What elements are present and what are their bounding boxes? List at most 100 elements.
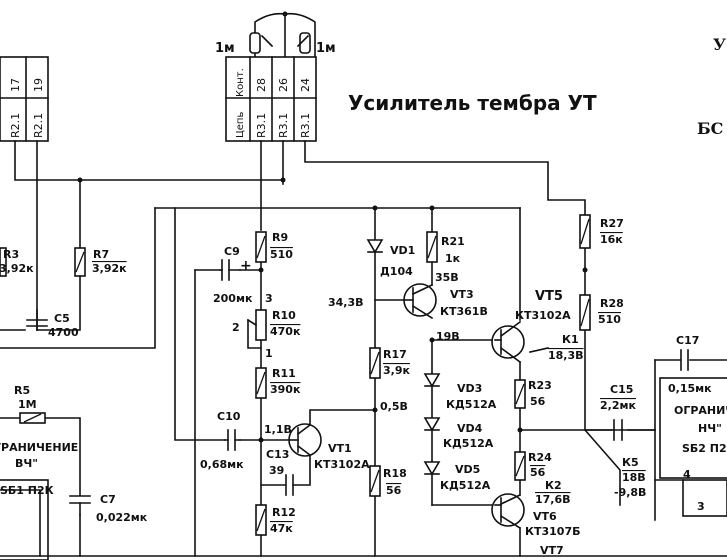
limiter-hf-block (0, 479, 49, 560)
c10-value: 0,68мк (200, 458, 244, 471)
r18-name: R18 (383, 467, 407, 480)
diode-vd4 (423, 417, 441, 432)
vt3-value: КТ361В (440, 305, 488, 318)
voltage-vt5-base: 19В (436, 330, 460, 343)
r10-pin-2: 2 (232, 321, 240, 334)
r10-pin-3: 3 (265, 292, 273, 305)
resistor-r3 (0, 247, 7, 277)
r9-value: 510 (270, 248, 293, 261)
r17-name: R17 (383, 348, 407, 361)
r21-name: R21 (441, 235, 465, 248)
transistor-vt1 (288, 423, 322, 457)
r11-value: 390к (270, 383, 301, 396)
k5-value: 18В (622, 471, 646, 484)
limiter-lf-line2: НЧ" (698, 422, 722, 435)
voltage-vt3-base: 34,3В (328, 296, 364, 309)
r27-value: 16к (600, 233, 623, 246)
vt3-name: VT3 (450, 288, 474, 301)
edge-label-mid-right: БС (697, 119, 723, 138)
r28-value: 510 (598, 313, 621, 326)
vt5-name: VT5 (535, 289, 563, 304)
c9-plus-sign: + (240, 258, 252, 274)
r23-name: R23 (528, 379, 552, 392)
c10-name: C10 (217, 410, 241, 423)
c9-name: C9 (224, 245, 240, 258)
left-connector-chain-2: R2.1 (32, 113, 45, 138)
r5-value: 1М (18, 398, 37, 411)
vt5-value: КТ3102А (515, 309, 571, 322)
connector-chain-1: R3.1 (255, 113, 268, 138)
c15-value: 2,2мк (600, 399, 636, 412)
wiring (0, 140, 727, 557)
r10-name: R10 (272, 309, 296, 322)
c17-name: C17 (676, 334, 699, 347)
connector-contact-1: 28 (255, 78, 268, 92)
r27-name: R27 (600, 217, 624, 230)
vd5-name: VD5 (455, 463, 480, 476)
limiter-hf-line1: ГРАНИЧЕНИЕ (0, 441, 78, 454)
potentiometer-r10 (255, 309, 267, 341)
c13-value: 39 (269, 464, 284, 477)
r21-value: 1к (445, 252, 461, 265)
capacitor-c15 (613, 419, 623, 441)
limiter-lf-block (654, 377, 727, 517)
r11-name: R11 (272, 367, 296, 380)
vt1-name: VT1 (328, 442, 352, 455)
r10-value: 470к (270, 325, 301, 338)
k5-name: К5 (622, 456, 639, 469)
block-pin-3: 3 (697, 500, 705, 513)
r3-value: 3,92к (0, 262, 34, 275)
connector-header-contact: Конт. (235, 68, 246, 97)
capacitor-c5 (26, 319, 48, 327)
connector-header-chain: Цепь (235, 112, 246, 138)
capacitor-c13 (285, 474, 294, 496)
connector-contact-3: 24 (299, 78, 312, 92)
edge-label-top-right: У (713, 35, 726, 54)
capacitors (26, 259, 689, 516)
pot-right-value: 1м (316, 41, 336, 56)
vd3-value: КД512А (446, 398, 497, 411)
r12-name: R12 (272, 506, 296, 519)
r23-value: 56 (530, 395, 546, 408)
dual-potentiometer (249, 11, 316, 57)
vd1-name: VD1 (390, 244, 415, 257)
transistor-vt6 (491, 493, 525, 530)
r24-value: 56 (530, 466, 546, 479)
voltage-vt1-base: 1,1В (264, 423, 292, 436)
schematic-title: Усилитель тембра УТ (348, 91, 597, 115)
r10-pin-1: 1 (265, 347, 273, 360)
c7-value: 0,022мк (96, 511, 148, 524)
k1-value: 18,3В (548, 349, 584, 362)
r17-value: 3,9к (383, 364, 410, 377)
capacitor-c9 (219, 259, 241, 281)
vd1-value: Д104 (380, 265, 413, 278)
c5-value: 4700 (48, 326, 79, 339)
sb1-label: SБ1 П2К (0, 484, 54, 497)
vt7-name: VT7 (540, 544, 564, 557)
c7-name: C7 (100, 493, 116, 506)
c17-value: 0,15мк (668, 382, 712, 395)
r7-value: 3,92к (92, 262, 127, 275)
connector-table: Конт. Цепь 28 26 24 R3.1 R3.1 R3.1 (225, 56, 317, 142)
c15-name: C15 (610, 383, 633, 396)
voltage-vt3-emitter: 35В (435, 271, 459, 284)
voltage-vt1-collector: 0,5В (380, 400, 408, 413)
connector-contact-2: 26 (277, 78, 290, 92)
r7-name: R7 (93, 248, 109, 261)
resistors (0, 214, 591, 536)
r9-name: R9 (272, 231, 288, 244)
r3-name: R3 (3, 248, 19, 261)
capacitor-c17 (680, 349, 689, 371)
left-connector-chain-1: R2.1 (9, 113, 22, 138)
vd4-name: VD4 (457, 422, 483, 435)
k2-value: 17,6В (535, 493, 571, 506)
block-pin-4: 4 (683, 468, 691, 481)
vt6-name: VT6 (533, 510, 557, 523)
k5-value2: -9,8В (614, 486, 646, 499)
connector-chain-2: R3.1 (277, 113, 290, 138)
c9-value: 200мк (213, 292, 253, 305)
pot-left-value: 1м (215, 41, 235, 56)
k2-name: К2 (545, 479, 562, 492)
vd3-name: VD3 (457, 382, 482, 395)
